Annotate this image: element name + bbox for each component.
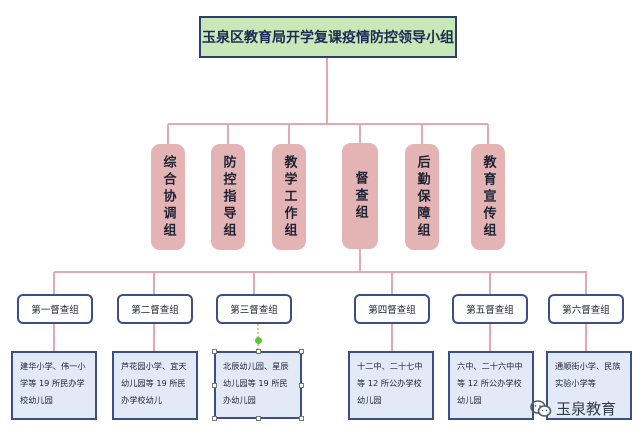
team-node-3[interactable]: 第三督查组 — [216, 294, 292, 324]
group-node-inspection[interactable]: 督查组 — [342, 143, 378, 249]
team-node-5[interactable]: 第五督查组 — [452, 294, 528, 324]
group-node-coordination[interactable]: 综合协调组 — [151, 144, 185, 250]
team-detail-1[interactable]: 建华小学、伟一小学等 19 所民办学校幼儿园 — [11, 351, 97, 420]
detail-text: 六中、二十六中中等 12 所公办学校幼儿园 — [457, 361, 523, 405]
resize-handle[interactable] — [299, 349, 304, 354]
group-label: 综合协调组 — [160, 154, 176, 240]
root-node[interactable]: 玉泉区教育局开学复课疫情防控领导小组 — [199, 16, 457, 58]
resize-handle[interactable] — [299, 383, 304, 388]
group-node-logistics[interactable]: 后勤保障组 — [405, 144, 439, 250]
team-label: 第二督查组 — [131, 305, 179, 316]
detail-text: 北辰幼儿园、星辰幼儿园等 19 所民办幼儿园 — [223, 361, 289, 405]
detail-text: 通顺街小学、民族实验小学等 — [555, 361, 621, 388]
team-detail-2[interactable]: 芦花园小学、宜天幼儿园等 19 所民办学校幼儿 — [112, 351, 198, 420]
group-label: 后勤保障组 — [414, 154, 430, 240]
group-label: 督查组 — [352, 170, 368, 222]
team-node-1[interactable]: 第一督查组 — [17, 294, 93, 324]
group-label: 防控指导组 — [220, 154, 236, 240]
resize-handle[interactable] — [212, 416, 217, 421]
team-node-4[interactable]: 第四督查组 — [354, 294, 430, 324]
resize-handle[interactable] — [256, 349, 261, 354]
group-label: 教育宣传组 — [480, 154, 496, 240]
detail-text: 芦花园小学、宜天幼儿园等 19 所民办学校幼儿 — [121, 361, 187, 405]
detail-text: 十二中、二十七中等 12 所公办学校幼儿园 — [357, 361, 423, 405]
team-node-2[interactable]: 第二督查组 — [117, 294, 193, 324]
group-node-publicity[interactable]: 教育宣传组 — [471, 144, 505, 250]
watermark-text: 玉泉教育 — [556, 400, 617, 418]
detail-text: 建华小学、伟一小学等 19 所民办学校幼儿园 — [20, 361, 86, 405]
team-label: 第三督查组 — [230, 305, 278, 316]
team-label: 第六督查组 — [562, 305, 610, 316]
resize-handle[interactable] — [212, 383, 217, 388]
team-detail-3[interactable]: 北辰幼儿园、星辰幼儿园等 19 所民办幼儿园 — [214, 351, 302, 419]
group-node-teaching[interactable]: 教学工作组 — [272, 144, 306, 250]
team-node-6[interactable]: 第六督查组 — [548, 294, 624, 324]
team-label: 第一督查组 — [31, 305, 79, 316]
group-label: 教学工作组 — [281, 154, 297, 240]
resize-handle[interactable] — [299, 416, 304, 421]
team-detail-6[interactable]: 通顺街小学、民族实验小学等 — [546, 351, 632, 420]
group-node-prevention[interactable]: 防控指导组 — [211, 144, 245, 250]
rotate-handle[interactable] — [255, 337, 262, 344]
wechat-icon — [530, 399, 552, 419]
team-detail-4[interactable]: 十二中、二十七中等 12 所公办学校幼儿园 — [348, 351, 434, 420]
watermark: 玉泉教育 — [530, 398, 616, 419]
root-title: 玉泉区教育局开学复课疫情防控领导小组 — [202, 30, 454, 46]
team-detail-5[interactable]: 六中、二十六中中等 12 所公办学校幼儿园 — [448, 351, 534, 420]
team-label: 第五督查组 — [466, 305, 514, 316]
team-label: 第四督查组 — [368, 305, 416, 316]
resize-handle[interactable] — [212, 349, 217, 354]
resize-handle[interactable] — [256, 416, 261, 421]
